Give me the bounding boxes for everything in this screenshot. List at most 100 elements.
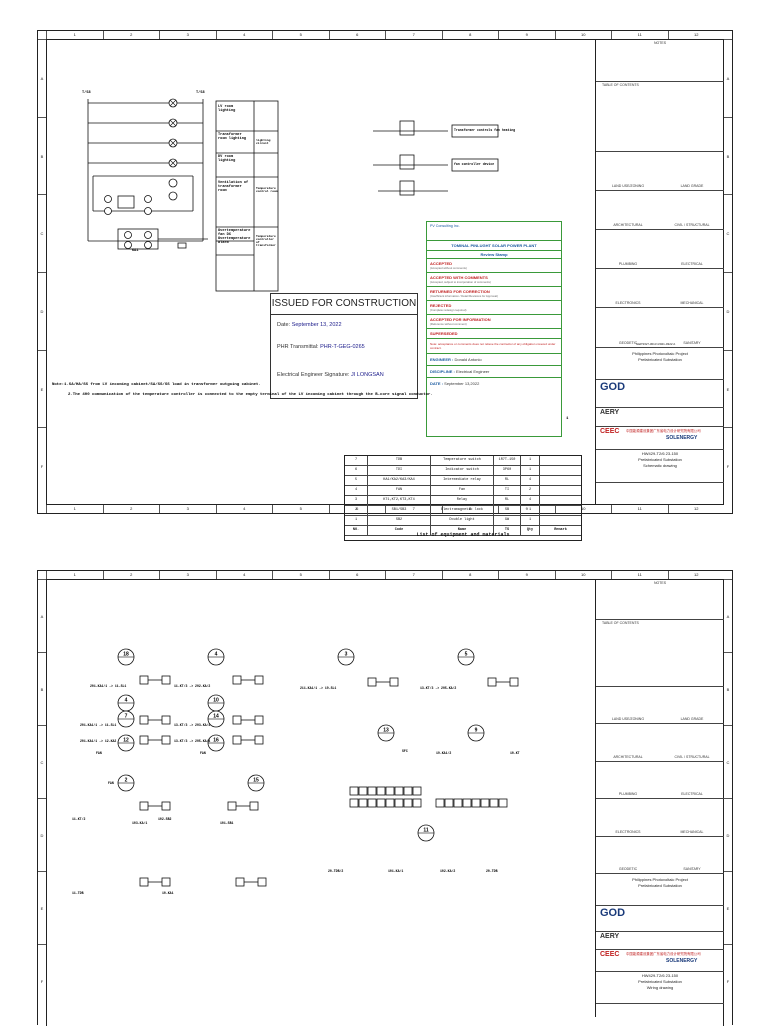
ruler-mark: 4: [215, 505, 273, 513]
ruler-mark: 12: [667, 505, 725, 513]
ruler-mark: 7: [385, 505, 442, 513]
owner-logo: GOD: [600, 381, 626, 394]
ruler-mark: 4: [215, 571, 273, 579]
equipment-cell: [540, 456, 581, 465]
terminal-tag: 14: [207, 710, 225, 728]
terminal-tag: 15: [247, 774, 265, 792]
ruler-mark: B: [724, 652, 732, 725]
stamp-option-note: (Accepted without comments): [430, 266, 467, 270]
wire-label: 11-TDB: [72, 891, 84, 895]
terminal-strip: [349, 786, 508, 808]
function-table-label: LV room lighting: [218, 105, 236, 113]
toc-section: TABLE OF CONTENTS: [596, 81, 724, 152]
wire-label: 13-KT/3 -> 205-KA/2: [420, 686, 457, 690]
ruler-mark: 5: [272, 31, 329, 39]
ceec-logo: CEEC: [600, 427, 620, 435]
ruler-mark: 10: [554, 505, 612, 513]
equipment-cell: Intermediate relay: [431, 476, 494, 485]
ruler-mark: F: [724, 427, 732, 505]
equipment-cell: Relay: [431, 496, 494, 505]
owner-section: GOD: [596, 905, 724, 933]
terminal-tag: 10: [207, 694, 225, 712]
toc-heading: TABLE OF CONTENTS: [602, 82, 639, 87]
project-title: Philippines Photovoltaic Project: [632, 877, 688, 883]
equipment-cell: RL: [494, 496, 521, 505]
ruler-mark: 4: [215, 31, 273, 39]
wire-label: 102-SB2: [158, 817, 172, 821]
terminal-tag-number: 11: [423, 828, 429, 834]
discipline-label: SANITARY: [683, 340, 701, 345]
equipment-cell: Double light: [431, 516, 494, 525]
ruler-mark: 2: [102, 31, 160, 39]
ruler-mark: 11: [611, 31, 668, 39]
project-subtitle: Prefabricated Substation: [638, 883, 682, 889]
designer-section: AERY: [596, 931, 724, 951]
drawing-frame: [46, 579, 724, 1026]
terminal-tag-number: 12: [123, 738, 129, 744]
function-table-label: Transformer room lighting: [218, 133, 247, 141]
stamp-option: ACCEPTED FOR INFORMATION(Reference witho…: [427, 315, 561, 329]
wire-label: 211-KA1/1 -> 19-SL1: [300, 686, 337, 690]
contractor-brand: SOLENERGY: [666, 434, 698, 441]
stamp-option: RETURNED FOR CORRECTION(Insufficient inf…: [427, 287, 561, 301]
device-symbol: [232, 735, 264, 745]
project-subtitle: Prefabricated Substation: [638, 356, 682, 362]
stamp-option: SUPERSEDED: [427, 329, 561, 339]
device-symbol: [139, 715, 171, 725]
ruler-mark: 12: [667, 571, 725, 579]
ruler-mark: E: [724, 349, 732, 428]
ifc-date: Date: September 13, 2022: [277, 322, 342, 328]
equipment-cell: GW: [494, 516, 521, 525]
relay-ref: KA1: [132, 249, 139, 253]
stamp-plant: TOMINAL PINLUGHT SOLAR POWER PLANT: [427, 241, 561, 251]
stamp-option-label: REJECTED: [430, 303, 452, 308]
ruler-mark: 8: [441, 571, 499, 579]
equipment-cell: Temperature switch: [431, 456, 494, 465]
ceec-logo: CEEC: [600, 951, 620, 959]
ifc-transmittal: PHR Transmittal: PHR-T-GEG-0265: [277, 344, 365, 350]
device-symbol: [232, 675, 264, 685]
terminal-tag: 4: [117, 694, 135, 712]
terminal-tag: 16: [207, 734, 225, 752]
ruler-mark: 5: [272, 505, 329, 513]
device-symbol: [367, 677, 399, 687]
drawing-subtitle: Schematic drawing: [643, 463, 677, 469]
owner-logo: GOD: [600, 906, 626, 919]
terminal-tag: 13: [377, 724, 395, 742]
ruler-mark: 2: [102, 571, 160, 579]
device-symbol: [139, 877, 171, 887]
ruler-mark: 10: [554, 31, 612, 39]
wire-label: 11-KT/2: [72, 817, 86, 821]
equipment-cell: [540, 506, 581, 515]
ruler-mark: E: [38, 871, 46, 944]
discipline-label: LAND GRADE: [680, 183, 704, 188]
terminal-tag: 4: [207, 648, 225, 666]
discipline-label: ELECTRICAL: [681, 792, 703, 797]
ruler-mark: C: [38, 725, 46, 798]
contractor-name: 中国能源建设集团广东省电力设计研究院有限公司: [626, 428, 701, 433]
ruler-mark: C: [724, 725, 732, 798]
equipment-cell: 1: [521, 456, 540, 465]
ruler-mark: E: [724, 871, 732, 944]
stamp-option: REJECTED(Complete redesign required): [427, 301, 561, 315]
terminal-tag-number: 2: [125, 778, 128, 784]
terminal-tag-number: 4: [215, 652, 218, 658]
discipline-label: GEODETIC: [618, 340, 638, 345]
discipline-label: CIVIL / STRUCTURAL: [674, 754, 710, 759]
ruler-mark: 6: [328, 571, 386, 579]
reference-code: GEP3/GT-3013 /2021-0322 A: [636, 341, 676, 346]
terminal-tag: 2: [117, 774, 135, 792]
stamp-option-label: SUPERSEDED: [430, 331, 458, 336]
wire-label: 19-KA1/2: [436, 751, 452, 755]
ruler-mark: 1: [46, 505, 103, 513]
